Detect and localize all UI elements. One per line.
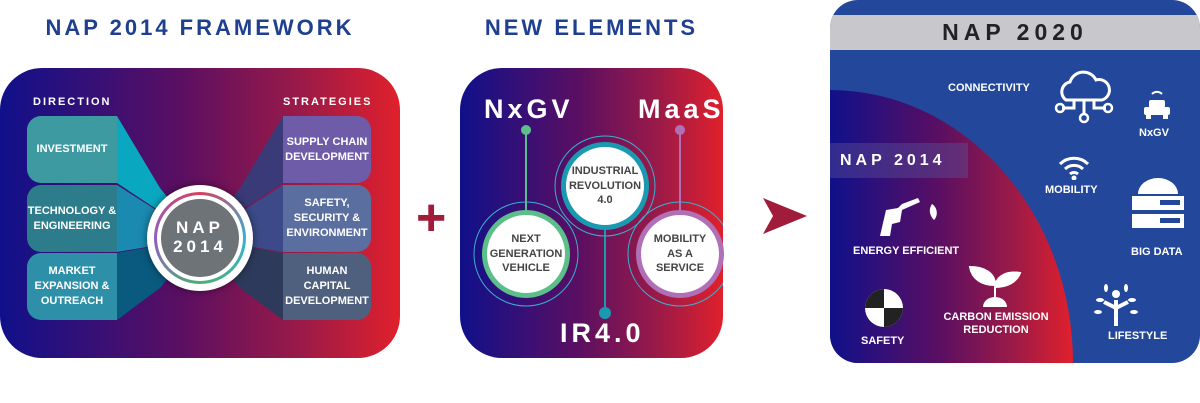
- framework-title: NAP 2014 FRAMEWORK: [45, 15, 355, 40]
- wifi-icon: [1058, 156, 1090, 180]
- framework-panel: DIRECTION STRATEGIES INVESTMENT TECHNOLO…: [0, 68, 400, 358]
- direction-investment: INVESTMENT: [27, 116, 117, 183]
- big-data-icon: [1132, 178, 1184, 228]
- plant-sprout-icon: [968, 265, 1022, 307]
- strategy-safety: SAFETY, SECURITY & ENVIRONMENT: [283, 185, 371, 252]
- energy-efficient-label: ENERGY EFFICIENT: [853, 245, 960, 257]
- big-data-label: BIG DATA: [1131, 246, 1183, 258]
- maas-label: MaaS: [638, 94, 725, 124]
- ir40-label: IR4.0: [560, 318, 645, 348]
- nap2014-subtitle: NAP 2014: [830, 143, 968, 178]
- connectivity-label: CONNECTIVITY: [948, 82, 1030, 94]
- hub-line2: 2014: [173, 237, 227, 256]
- mobility-label: MOBILITY: [1045, 184, 1098, 196]
- fuel-nozzle-icon: [880, 198, 937, 236]
- direction-market: MARKET EXPANSION & OUTREACH: [27, 253, 117, 320]
- safety-target-icon: [865, 289, 903, 327]
- strategy-supply-chain: SUPPLY CHAIN DEVELOPMENT: [283, 116, 371, 183]
- new-elements-panel: NxGV MaaS INDUSTRIAL REVOLUTION 4.0 NEXT…: [460, 68, 725, 358]
- element-connectors: [473, 125, 723, 319]
- carbon-emission-label: CARBON EMISSION REDUCTION: [943, 311, 1049, 336]
- car-icon: [1144, 90, 1170, 119]
- strategies-label: STRATEGIES: [283, 96, 373, 108]
- direction-label: DIRECTION: [33, 96, 112, 108]
- safety-label: SAFETY: [861, 335, 905, 347]
- new-elements-title: NEW ELEMENTS: [484, 15, 699, 40]
- nap2020-panel: NAP 2020 NAP 2014 CONNECTIVITY NxGV MOBI…: [830, 0, 1200, 363]
- hub-line1: NAP: [176, 218, 224, 238]
- next-gen-vehicle-circle: NEXT GENERATION VEHICLE: [482, 210, 570, 298]
- nxgv-item-label: NxGV: [1139, 127, 1169, 139]
- nap2014-hub: NAP 2014: [147, 185, 253, 291]
- plus-icon: +: [416, 189, 447, 247]
- nxgv-label: NxGV: [484, 94, 574, 124]
- strategy-human-capital: HUMAN CAPITAL DEVELOPMENT: [283, 253, 371, 320]
- arrow-icon: [763, 198, 807, 234]
- mobility-service-circle: MOBILITY AS A SERVICE: [636, 210, 724, 298]
- direction-technology: TECHNOLOGY & ENGINEERING: [27, 185, 117, 252]
- lifestyle-tree-icon: [1094, 284, 1138, 326]
- industrial-revolution-circle: INDUSTRIAL REVOLUTION 4.0: [561, 142, 649, 230]
- lifestyle-label: LIFESTYLE: [1108, 330, 1168, 342]
- nap2020-title: NAP 2020: [830, 15, 1200, 50]
- cloud-network-icon: [1054, 70, 1114, 124]
